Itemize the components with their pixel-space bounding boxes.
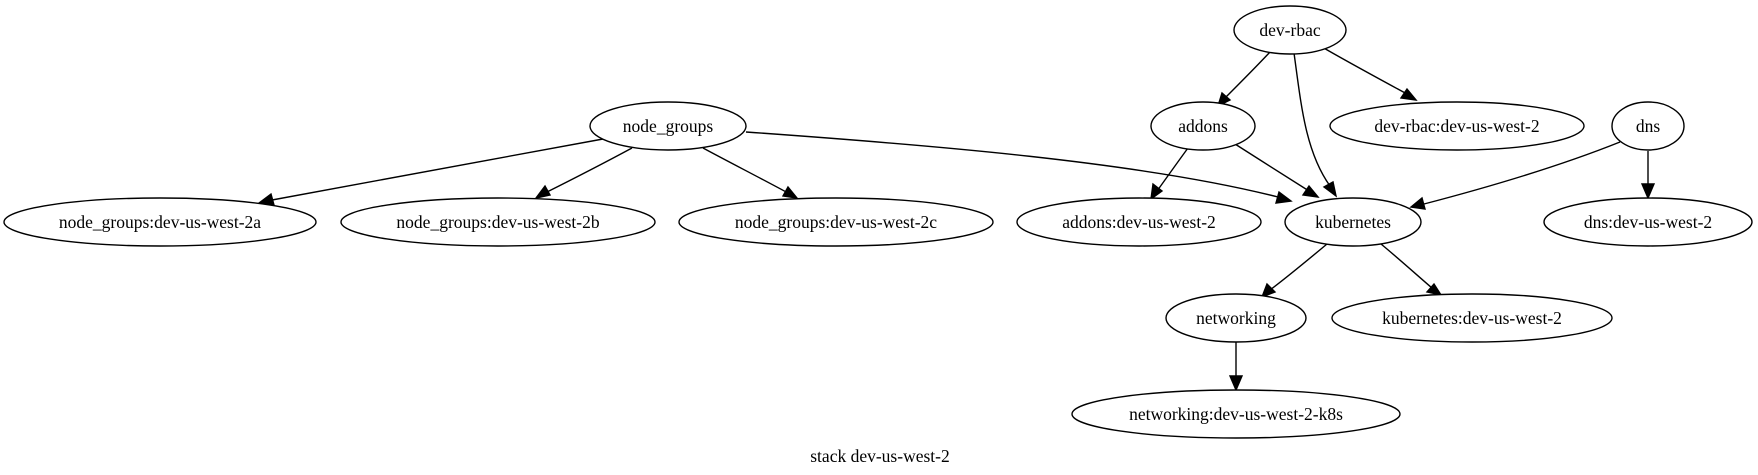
node-node-groups-dev-us-west-2b[interactable]: node_groups:dev-us-west-2b: [340, 197, 656, 247]
edge-dev-rbac-to-dev-rbac-env: [1321, 46, 1418, 101]
graph-caption: stack dev-us-west-2: [810, 446, 949, 466]
edge-node-groups-to-ng-b: [534, 147, 633, 200]
node-addons[interactable]: addons: [1150, 101, 1256, 151]
node-label: dns: [1636, 116, 1661, 136]
node-label: kubernetes:dev-us-west-2: [1382, 308, 1562, 328]
node-networking-env[interactable]: networking:dev-us-west-2-k8s: [1071, 389, 1401, 439]
node-node-groups-dev-us-west-2c[interactable]: node_groups:dev-us-west-2c: [678, 197, 994, 247]
node-label: networking: [1196, 308, 1276, 328]
node-label: addons: [1178, 116, 1228, 136]
node-addons-env[interactable]: addons:dev-us-west-2: [1016, 197, 1262, 247]
node-label: node_groups:dev-us-west-2a: [59, 212, 261, 232]
node-label: dev-rbac: [1259, 20, 1320, 40]
edge-addons-to-kubernetes: [1234, 143, 1320, 198]
node-label: node_groups:dev-us-west-2c: [735, 212, 937, 232]
node-label: addons:dev-us-west-2: [1062, 212, 1216, 232]
edge-kubernetes-to-networking: [1260, 243, 1328, 299]
node-kubernetes-env[interactable]: kubernetes:dev-us-west-2: [1331, 293, 1613, 343]
node-dev-rbac-env[interactable]: dev-rbac:dev-us-west-2: [1329, 101, 1585, 151]
nodes-layer: dev-rbac node_groups addons dev-rbac:dev…: [3, 5, 1753, 439]
edge-dns-to-dns-env: [1640, 151, 1656, 200]
node-networking[interactable]: networking: [1165, 293, 1307, 343]
node-dns-env[interactable]: dns:dev-us-west-2: [1543, 197, 1753, 247]
edge-node-groups-to-ng-c: [702, 147, 799, 199]
node-node-groups-dev-us-west-2a[interactable]: node_groups:dev-us-west-2a: [3, 197, 317, 247]
node-label: node_groups:dev-us-west-2b: [396, 212, 599, 232]
edge-dev-rbac-to-kubernetes: [1293, 52, 1338, 198]
edge-networking-to-networking-env: [1228, 341, 1244, 392]
node-label: node_groups: [623, 116, 714, 136]
edge-node-groups-to-kubernetes: [745, 131, 1293, 204]
node-dev-rbac[interactable]: dev-rbac: [1233, 5, 1347, 55]
edge-kubernetes-to-kubernetes-env: [1380, 243, 1443, 297]
edge-addons-to-addons-env: [1150, 147, 1189, 201]
node-node-groups[interactable]: node_groups: [589, 101, 747, 151]
node-label: dns:dev-us-west-2: [1584, 212, 1712, 232]
edge-dev-rbac-to-addons: [1216, 51, 1271, 108]
node-dns[interactable]: dns: [1611, 101, 1685, 151]
edge-node-groups-to-ng-a: [257, 138, 604, 206]
node-label: kubernetes: [1315, 212, 1391, 232]
node-kubernetes[interactable]: kubernetes: [1284, 197, 1422, 247]
edge-dns-to-kubernetes: [1409, 141, 1621, 210]
node-label: dev-rbac:dev-us-west-2: [1374, 116, 1539, 136]
node-label: networking:dev-us-west-2-k8s: [1129, 404, 1343, 424]
